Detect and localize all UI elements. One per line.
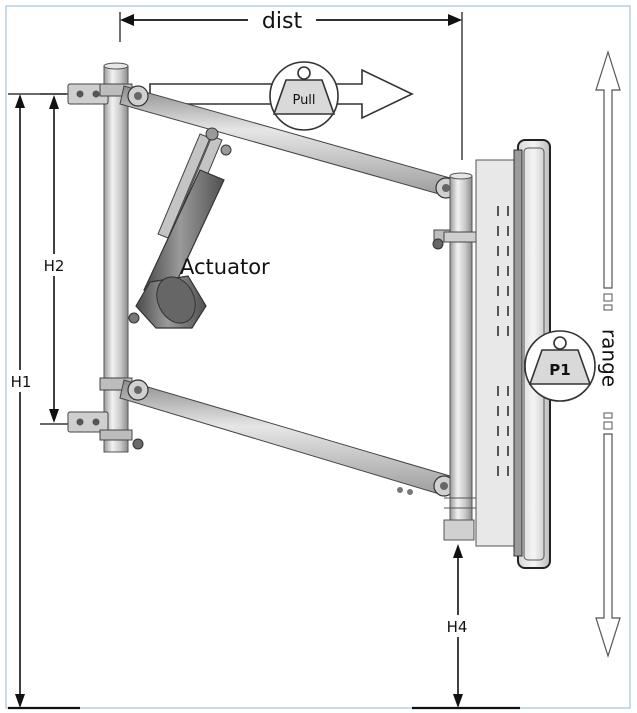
- h4-dimension: H4: [412, 544, 520, 710]
- h2-dimension: H2: [40, 93, 72, 425]
- dist-dimension: dist: [119, 9, 463, 160]
- range-label: range: [598, 329, 622, 387]
- actuator-label: Actuator: [180, 255, 270, 279]
- p1-weight-label: P1: [549, 361, 570, 379]
- h4-label: H4: [447, 618, 468, 636]
- pull-weight-icon: Pull: [269, 61, 339, 131]
- h2-label: H2: [44, 257, 65, 275]
- h1-label: H1: [11, 373, 32, 391]
- h1-dimension: H1: [8, 93, 80, 710]
- p1-weight-icon: P1: [524, 330, 596, 402]
- range-dimension: range: [595, 50, 622, 658]
- outer-frame: [5, 5, 631, 709]
- pull-weight-label: Pull: [292, 93, 315, 108]
- actuator: Actuator: [128, 127, 270, 329]
- display-post: [432, 172, 487, 541]
- lower-arm: [119, 379, 455, 497]
- upper-arm: [119, 85, 457, 199]
- dist-label: dist: [262, 9, 303, 34]
